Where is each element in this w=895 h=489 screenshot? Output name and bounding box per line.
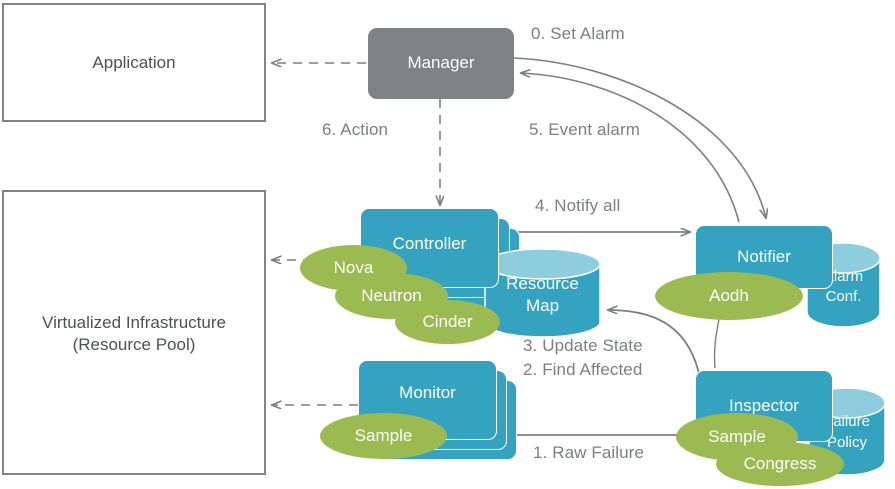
arrow-set-alarm (513, 57, 766, 218)
tag-neutron-label: Neutron (361, 286, 422, 305)
tag-cinder[interactable] (395, 300, 500, 344)
tag-aodh-label: Aodh (709, 286, 749, 305)
panel-infrastructure-label-line2: (Resource Pool) (72, 335, 196, 354)
arrow-event-alarm (521, 73, 740, 223)
datastore-resource-map-label-line2: Map (525, 296, 560, 315)
node-inspector-label: Inspector (729, 396, 799, 415)
flow-label-raw-failure: 1. Raw Failure (533, 443, 644, 462)
datastore-resource-map-label-line1: Resource (506, 274, 579, 293)
tag-aodh[interactable] (655, 272, 803, 320)
flow-label-notify-all: 4. Notify all (535, 196, 621, 215)
flow-label-event-alarm: 5. Event alarm (529, 120, 641, 139)
tag-congress-label: Congress (743, 454, 817, 473)
tag-sample-monitor-label: Sample (354, 426, 413, 445)
tag-sample-monitor[interactable] (320, 413, 447, 459)
arrow-update-state (608, 310, 701, 379)
panel-application (2, 3, 266, 122)
node-manager-label: Manager (407, 53, 475, 72)
node-monitor-label: Monitor (399, 383, 456, 402)
datastore-alarm-conf-label-line2: Conf. (825, 288, 862, 305)
panel-virtualized-infrastructure (2, 190, 266, 475)
datastore-alarm-conf-label-line1: Alarm (823, 268, 864, 285)
tag-sample-inspector-label: Sample (708, 427, 766, 446)
panel-infrastructure-label-line1: Virtualized Infrastructure (42, 313, 226, 332)
flow-label-set-alarm: 0. Set Alarm (531, 24, 625, 43)
flow-label-action: 6. Action (322, 120, 389, 139)
node-manager[interactable] (368, 28, 514, 99)
panel-application-label: Application (92, 53, 176, 72)
flow-label-find-affected: 2. Find Affected (523, 360, 643, 379)
datastore-failure-policy-label-line2: Policy (826, 434, 867, 451)
node-notifier-label: Notifier (737, 247, 791, 266)
tag-cinder-label: Cinder (422, 312, 473, 331)
tag-nova-label: Nova (333, 258, 374, 277)
tag-congress[interactable] (716, 442, 844, 486)
flow-label-update-state: 3. Update State (523, 336, 643, 355)
node-controller-label: Controller (392, 234, 467, 253)
datastore-failure-policy-label-line1: Failure (824, 413, 870, 430)
